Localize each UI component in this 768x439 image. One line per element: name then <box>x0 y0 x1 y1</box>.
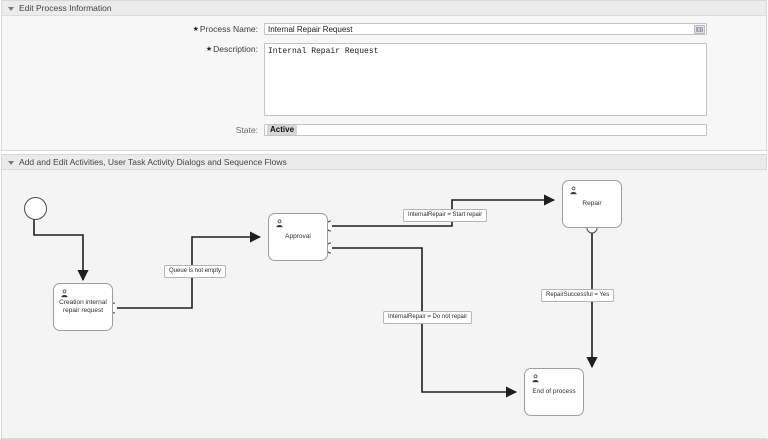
activity-label-creation: Creation internal repair request <box>59 299 107 314</box>
flow-label-repair-successful[interactable]: RepairSuccessful = Yes <box>541 289 615 302</box>
activities-panel: Add and Edit Activities, User Task Activ… <box>1 154 768 439</box>
process-name-label-text: Process Name: <box>199 24 258 34</box>
activity-node-repair[interactable]: Repair <box>562 180 622 228</box>
state-select[interactable]: Active <box>264 124 707 136</box>
process-name-label: ★Process Name: <box>2 23 264 37</box>
state-selected-value: Active <box>267 125 298 135</box>
activity-label-approval: Approval <box>285 233 311 240</box>
description-label: ★Description: <box>2 43 264 57</box>
edit-process-information-header[interactable]: Edit Process Information <box>2 1 766 16</box>
edit-process-information-panel: Edit Process Information ★Process Name: … <box>1 0 767 151</box>
user-task-icon <box>275 219 284 228</box>
diagram-connectors <box>33 194 598 398</box>
user-task-icon <box>569 186 578 195</box>
activity-label-end-of-process: End of process <box>532 388 576 395</box>
edit-process-information-body: ★Process Name: ★Description: <box>2 16 766 150</box>
process-diagram-canvas[interactable]: Creation internal repair request Approva… <box>2 170 768 438</box>
state-field-wrap: Active <box>264 124 766 136</box>
grid-picker-icon[interactable] <box>694 24 705 34</box>
required-marker-description: ★ <box>205 46 213 53</box>
description-field-wrap <box>264 43 766 118</box>
description-label-text: Description: <box>213 44 258 54</box>
state-row: State: Active <box>2 124 766 136</box>
user-task-icon <box>60 289 69 298</box>
activities-header[interactable]: Add and Edit Activities, User Task Activ… <box>2 155 766 170</box>
description-textarea[interactable] <box>264 43 707 116</box>
process-name-row: ★Process Name: <box>2 23 766 37</box>
flow-label-do-not-repair[interactable]: InternalRepair = Do not repair <box>383 311 473 324</box>
description-row: ★Description: <box>2 43 766 118</box>
activity-node-approval[interactable]: Approval <box>268 213 328 261</box>
activity-node-creation[interactable]: Creation internal repair request <box>53 283 113 331</box>
panel-title-process-info: Edit Process Information <box>19 3 112 13</box>
state-label-text: State: <box>235 125 258 135</box>
required-marker-process-name: ★ <box>192 26 199 33</box>
process-name-field-wrap <box>264 23 766 35</box>
state-label: State: <box>2 124 264 136</box>
panel-title-activities: Add and Edit Activities, User Task Activ… <box>19 157 287 167</box>
flow-label-start-repair[interactable]: InternalRepair = Start repair <box>403 209 488 222</box>
user-task-icon <box>531 374 540 383</box>
triangle-down-icon[interactable] <box>8 7 14 11</box>
activity-node-end-of-process[interactable]: End of process <box>524 368 584 416</box>
process-name-input[interactable] <box>264 23 707 35</box>
activity-label-repair: Repair <box>582 200 602 207</box>
start-event-circle[interactable] <box>24 197 47 220</box>
process-info-form: ★Process Name: ★Description: <box>2 16 766 150</box>
triangle-down-icon[interactable] <box>8 161 14 165</box>
flow-label-queue-not-empty[interactable]: Queue is not empty <box>164 265 227 278</box>
